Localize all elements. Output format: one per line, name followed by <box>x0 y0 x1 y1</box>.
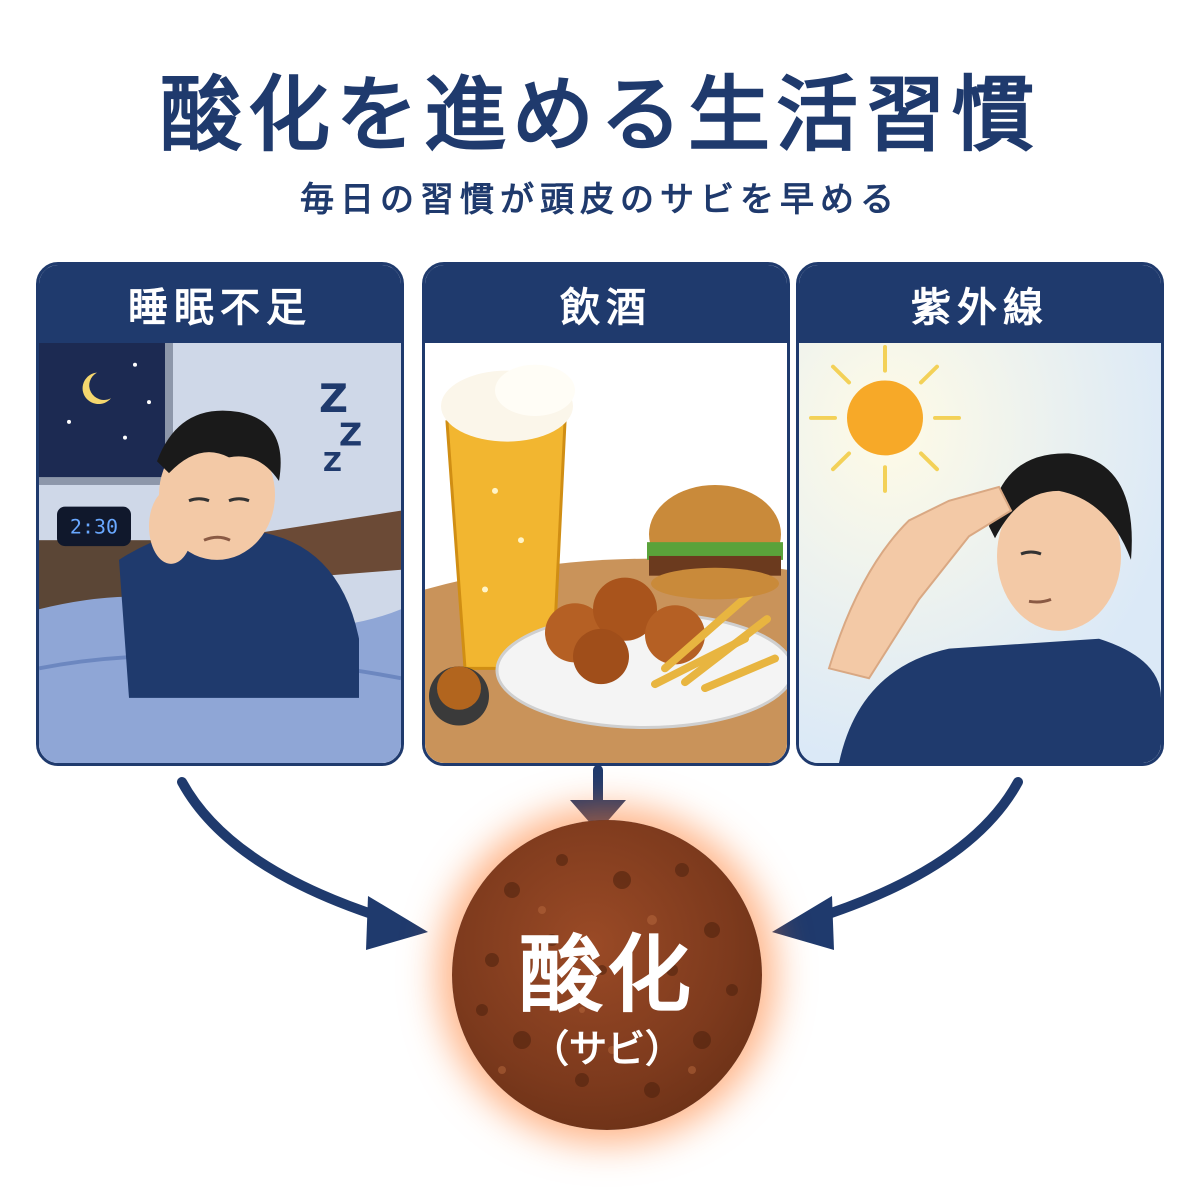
arrowhead-left <box>366 896 428 950</box>
svg-text:Z: Z <box>339 418 362 454</box>
beer-food-icon <box>425 343 787 763</box>
panel-sleep-deprivation: 睡眠不足 2:30 Z Z Z <box>36 262 404 766</box>
oxidation-label: 酸化 <box>518 926 695 1024</box>
svg-text:Z: Z <box>323 448 342 478</box>
oxidation-circle: 酸化 （サビ） <box>452 820 762 1130</box>
oxidation-sublabel: （サビ） <box>530 1027 683 1071</box>
page-subtitle: 毎日の習慣が頭皮のサビを早める <box>300 180 900 220</box>
panel-alcohol: 飲酒 <box>422 262 790 766</box>
sun-man-icon <box>799 343 1161 763</box>
rust-texture-icon <box>476 854 738 1098</box>
arrowhead-right <box>772 896 834 950</box>
page-title: 酸化を進める生活習慣 <box>159 68 1040 163</box>
svg-text:Z: Z <box>319 376 348 422</box>
panel-label-uv: 紫外線 <box>799 265 1161 343</box>
clock-readout: 2:30 <box>70 515 118 538</box>
panel-label-alcohol: 飲酒 <box>425 265 787 343</box>
sleepy-man-icon: 2:30 Z Z Z <box>39 343 401 763</box>
arrow-right <box>805 777 1023 925</box>
panel-uv: 紫外線 <box>796 262 1164 766</box>
arrow-left <box>177 777 395 925</box>
panel-label-sleep: 睡眠不足 <box>39 265 401 343</box>
